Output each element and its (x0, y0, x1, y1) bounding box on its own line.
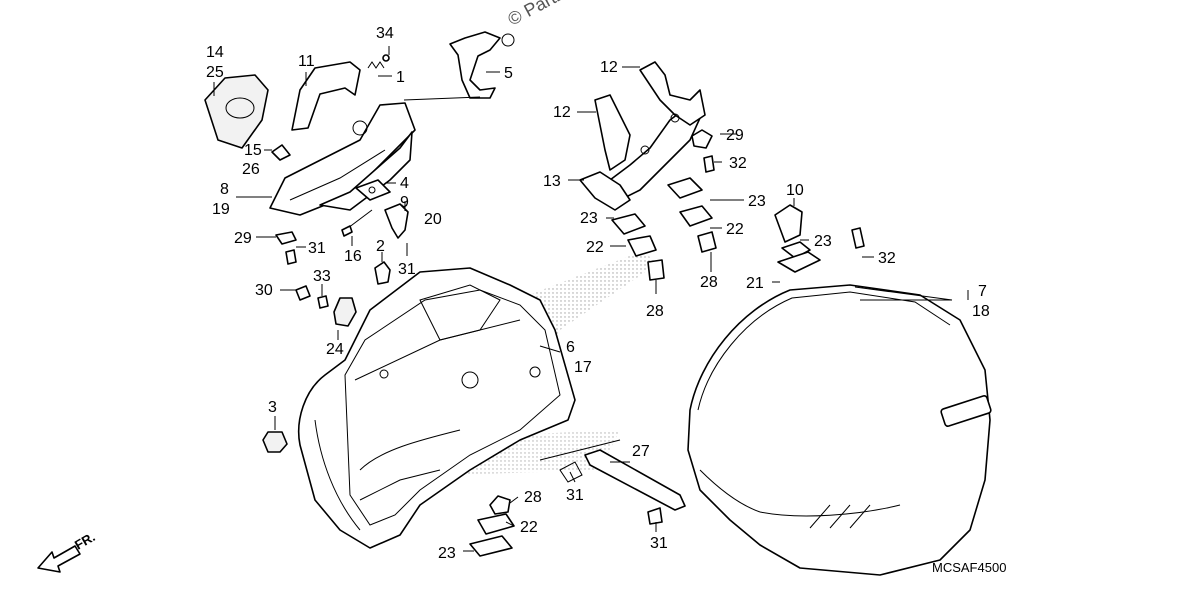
leader-lines (213, 46, 969, 552)
callout-numbers: 34 1 5 14 25 11 15 26 4 8 19 9 20 29 31 … (206, 25, 990, 562)
callout-6: 6 (566, 339, 575, 356)
callout-3: 3 (268, 399, 277, 416)
lid-hardware (262, 203, 409, 453)
small-clip (271, 144, 291, 161)
callout-29a: 29 (234, 230, 252, 247)
callout-31a: 31 (308, 240, 326, 257)
callout-22c: 22 (520, 519, 538, 536)
callout-7: 7 (978, 283, 987, 300)
watermark-text: © Partzilla (504, 0, 587, 30)
callout-16: 16 (344, 248, 362, 265)
outer-lid (687, 284, 992, 576)
callout-22b: 22 (726, 221, 744, 238)
callout-34: 34 (376, 25, 394, 42)
callout-23b: 23 (748, 193, 766, 210)
callout-23c: 23 (814, 233, 832, 250)
callout-2: 2 (376, 238, 385, 255)
key-lock (449, 31, 515, 99)
callout-28b: 28 (700, 274, 718, 291)
latch-spring (367, 54, 390, 69)
carry-handle (291, 61, 361, 131)
callout-9: 9 (400, 194, 409, 211)
hinge-bracket (579, 61, 706, 211)
callout-23d: 23 (438, 545, 456, 562)
saddlebag-case (297, 267, 576, 549)
callout-11: 11 (298, 53, 315, 70)
callout-31c: 31 (566, 487, 584, 504)
callout-20: 20 (424, 211, 442, 228)
callout-31b: 31 (398, 261, 416, 278)
hinge-hardware (611, 129, 717, 281)
bottom-hardware (469, 495, 663, 557)
latch-bracket (774, 204, 865, 273)
callout-32a: 32 (729, 155, 747, 172)
callout-15: 15 (244, 142, 262, 159)
callout-27: 27 (632, 443, 650, 460)
front-arrow: FR. (37, 529, 98, 573)
callout-21: 21 (746, 275, 764, 292)
callout-17: 17 (574, 359, 592, 376)
callout-12b: 12 (553, 104, 571, 121)
callout-22a: 22 (586, 239, 604, 256)
callout-1: 1 (396, 69, 405, 86)
callout-12a: 12 (600, 59, 618, 76)
callout-14: 14 (206, 44, 224, 61)
callout-25: 25 (206, 64, 224, 81)
callout-5: 5 (504, 65, 513, 82)
callout-30: 30 (255, 282, 273, 299)
callout-10: 10 (786, 182, 804, 199)
callout-33: 33 (313, 268, 331, 285)
handle-cover (204, 74, 269, 149)
callout-28c: 28 (524, 489, 542, 506)
callout-32b: 32 (878, 250, 896, 267)
callout-29b: 29 (726, 127, 744, 144)
lid-panel (269, 102, 416, 216)
gasket-plate (355, 179, 391, 201)
callout-4: 4 (400, 175, 409, 192)
callout-23a: 23 (580, 210, 598, 227)
seal-strip (559, 449, 686, 511)
callout-28a: 28 (646, 303, 664, 320)
callout-8: 8 (220, 181, 229, 198)
callout-26: 26 (242, 161, 260, 178)
diagram-code: MCSAF4500 (932, 560, 1006, 575)
callout-13: 13 (543, 173, 561, 190)
callout-18: 18 (972, 303, 990, 320)
callout-19: 19 (212, 201, 230, 218)
callout-24: 24 (326, 341, 344, 358)
callout-31d: 31 (650, 535, 668, 552)
